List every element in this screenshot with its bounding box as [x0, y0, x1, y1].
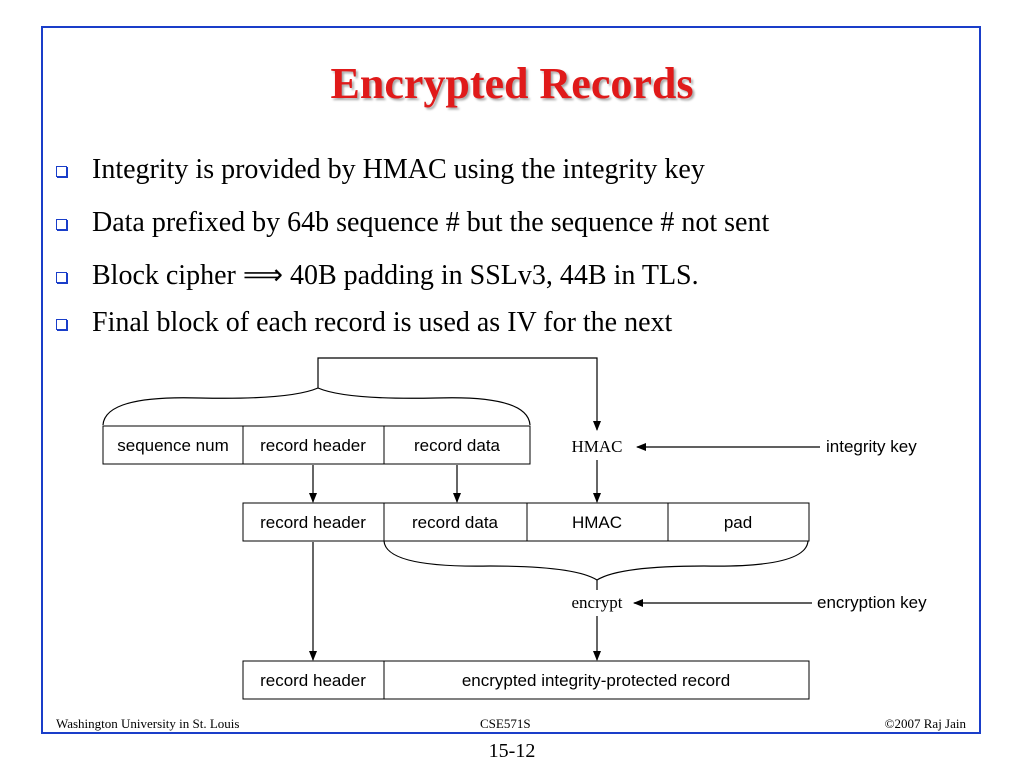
footer-course: CSE571S: [480, 716, 531, 731]
row1-fields: sequence num record header record data: [102, 425, 531, 465]
bullet-text: Block cipher ⟹ 40B padding in SSLv3, 44B…: [92, 260, 699, 291]
bullet-item: Integrity is provided by HMAC using the …: [52, 152, 972, 188]
row2-record-data-label: record data: [412, 513, 499, 532]
slide-title: Encrypted Records: [330, 59, 694, 108]
bullet-square-icon: [56, 166, 67, 177]
row1-sequence-num-label: sequence num: [117, 436, 229, 455]
footer-copyright: ©2007 Raj Jain: [884, 716, 966, 731]
bullet-item: Block cipher ⟹ 40B padding in SSLv3, 44B…: [52, 258, 972, 294]
hmac-label: HMAC: [571, 437, 622, 456]
row1-record-header-label: record header: [260, 436, 366, 455]
page-number: 15-12: [488, 740, 536, 762]
bullet-square-icon: [56, 319, 67, 330]
row3-fields: record header encrypted integrity-protec…: [242, 660, 810, 700]
bullet-square-icon: [56, 219, 67, 230]
bullet-text: Data prefixed by 64b sequence # but the …: [92, 207, 770, 238]
brace-to-hmac-connector: [317, 357, 601, 431]
top-brace: [102, 387, 531, 426]
bullet-text: Final block of each record is used as IV…: [92, 307, 673, 338]
row3-encrypted-record-label: encrypted integrity-protected record: [462, 671, 730, 690]
bullet-text: Integrity is provided by HMAC using the …: [92, 154, 705, 185]
encryption-key-label: encryption key: [817, 593, 927, 612]
row2-pad-label: pad: [724, 513, 752, 532]
row2-record-header-label: record header: [260, 513, 366, 532]
footer-institution: Washington University in St. Louis: [56, 716, 240, 731]
row2-hmac-label: HMAC: [572, 513, 622, 532]
encrypt-label: encrypt: [572, 593, 623, 612]
bullet-item: Data prefixed by 64b sequence # but the …: [52, 205, 972, 241]
bullet-square-icon: [56, 272, 67, 283]
integrity-key-label: integrity key: [826, 437, 917, 456]
encrypt-brace: [383, 540, 809, 581]
row3-record-header-label: record header: [260, 671, 366, 690]
bullet-list: Integrity is provided by HMAC using the …: [52, 152, 972, 358]
bullet-item: Final block of each record is used as IV…: [52, 305, 972, 341]
slide-frame: [41, 26, 981, 734]
row1-record-data-label: record data: [414, 436, 501, 455]
row2-fields: record header record data HMAC pad: [242, 502, 810, 542]
